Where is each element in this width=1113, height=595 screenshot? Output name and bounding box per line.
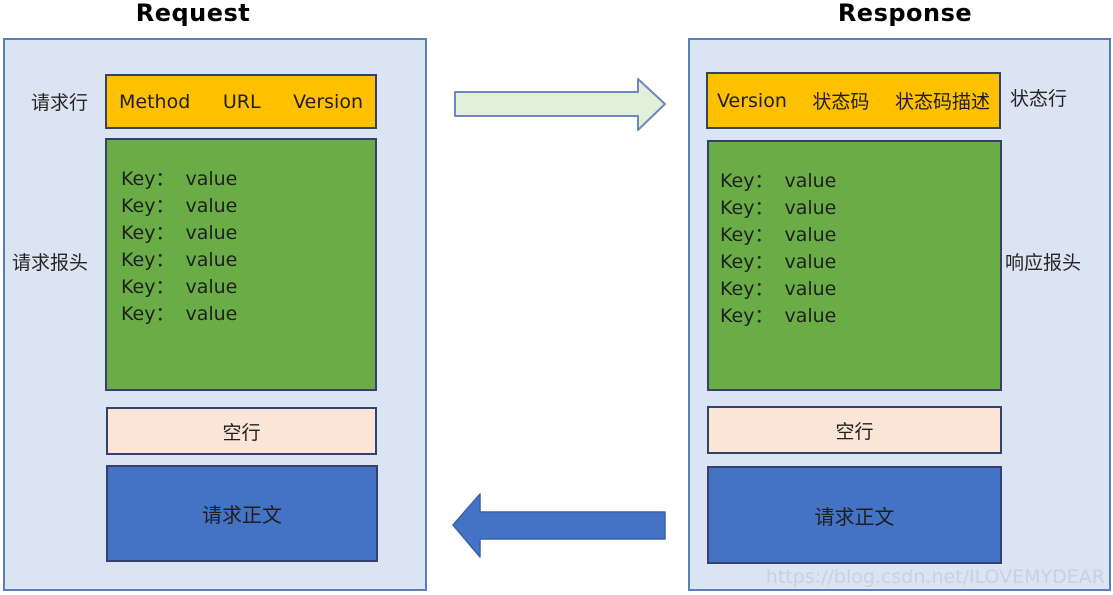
header-key: Key： xyxy=(121,276,175,298)
request-url-text: URL xyxy=(222,90,261,113)
header-value: value xyxy=(185,303,238,325)
request-title: Request xyxy=(135,0,251,27)
response-status-line-box: Version 状态码 状态码描述 xyxy=(706,72,1001,129)
response-status-line-label: 状态行 xyxy=(1010,88,1068,110)
request-body-text: 请求正文 xyxy=(202,503,282,527)
response-blank-line-box: 空行 xyxy=(707,406,1002,454)
header-key: Key： xyxy=(121,195,175,217)
header-value: value xyxy=(784,197,837,219)
response-body-box: 请求正文 xyxy=(707,466,1002,564)
header-row: Key： value xyxy=(720,195,994,222)
header-key: Key： xyxy=(121,249,175,271)
request-version-text: Version xyxy=(293,90,363,113)
request-headers-label: 请求报头 xyxy=(12,252,89,274)
header-key: Key： xyxy=(720,224,774,246)
response-panel: Version 状态码 状态码描述 状态行 Key： value Key： valu… xyxy=(688,38,1111,591)
header-row: Key： value xyxy=(720,276,994,303)
header-value: value xyxy=(185,168,238,190)
header-key: Key： xyxy=(720,305,774,327)
request-body-box: 请求正文 xyxy=(106,465,378,562)
response-version-text: Version xyxy=(717,89,787,112)
header-value: value xyxy=(185,249,238,271)
header-value: value xyxy=(185,222,238,244)
header-row: Key： value xyxy=(121,301,369,328)
header-key: Key： xyxy=(121,222,175,244)
response-arrow-icon xyxy=(452,493,666,558)
header-row: Key： value xyxy=(720,249,994,276)
response-title: Response xyxy=(837,0,973,27)
header-value: value xyxy=(185,195,238,217)
blank-line-text: 空行 xyxy=(835,420,874,443)
header-row: Key： value xyxy=(720,222,994,249)
header-row: Key： value xyxy=(121,247,369,274)
header-value: value xyxy=(784,170,837,192)
response-status-code-text: 状态码 xyxy=(812,91,870,113)
header-row: Key： value xyxy=(720,168,994,195)
header-row: Key： value xyxy=(121,220,369,247)
response-status-desc-text: 状态码描述 xyxy=(894,91,990,113)
header-value: value xyxy=(784,305,837,327)
response-headers-label: 响应报头 xyxy=(1005,252,1082,274)
request-arrow-icon xyxy=(454,78,666,131)
header-value: value xyxy=(185,276,238,298)
request-method-text: Method xyxy=(119,90,191,113)
header-value: value xyxy=(784,251,837,273)
request-blank-line-box: 空行 xyxy=(106,407,377,455)
header-value: value xyxy=(784,278,837,300)
response-body-text: 请求正文 xyxy=(814,504,895,529)
header-row: Key： value xyxy=(121,274,369,301)
header-row: Key： value xyxy=(121,193,369,220)
header-key: Key： xyxy=(720,197,774,219)
request-headers-box: Key：value Key：value Key：value Key：value … xyxy=(105,138,377,391)
header-value: value xyxy=(784,224,837,246)
request-panel: 请求行 Method URL Version 请求报头 Key： value Ke… xyxy=(3,38,427,591)
header-key: Key： xyxy=(720,170,774,192)
request-line-box: Method URL Version xyxy=(105,74,377,129)
request-line-label: 请求行 xyxy=(31,92,89,114)
header-key: Key： xyxy=(720,278,774,300)
header-key: Key： xyxy=(720,251,774,273)
header-key: Key： xyxy=(121,168,175,190)
response-headers-box: Key：value Key：value Key：value Key：value … xyxy=(707,140,1002,391)
header-row: Key： value xyxy=(720,303,994,330)
blank-line-text: 空行 xyxy=(222,421,261,444)
header-key: Key： xyxy=(121,303,175,325)
header-row: Key： value xyxy=(121,166,369,193)
watermark-text: https://blog.csdn.net/ILOVEMYDEAR xyxy=(765,566,1105,588)
